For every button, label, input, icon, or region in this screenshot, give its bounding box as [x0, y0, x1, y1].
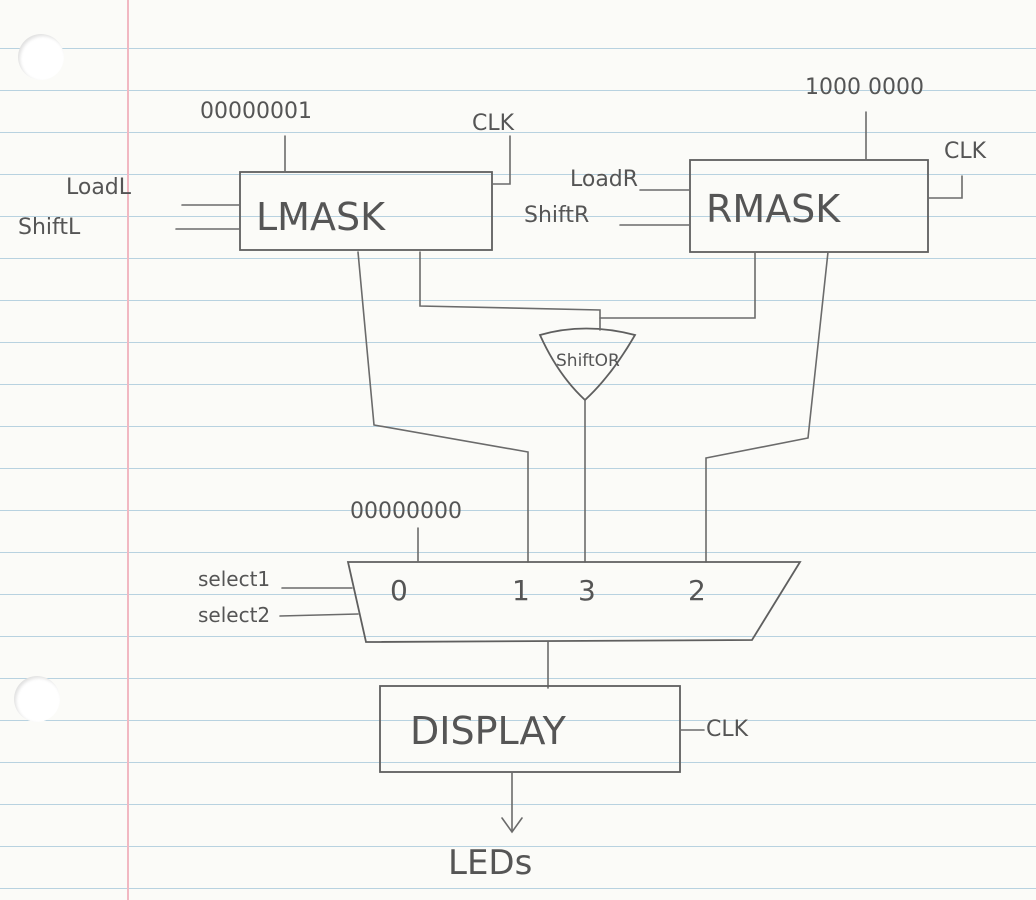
select1-label: select1 — [198, 567, 270, 591]
rmask-label: RMASK — [706, 187, 841, 231]
lmask-load-label: LoadL — [66, 175, 132, 200]
mux-input-2: 2 — [688, 574, 706, 607]
display-block: DISPLAY CLK — [379, 685, 749, 773]
rmask-init-value: 1000 0000 — [805, 75, 924, 100]
binder-hole-bottom — [14, 676, 60, 722]
lmask-shift-label: ShiftL — [18, 215, 81, 240]
shiftor-label: ShiftOR — [556, 351, 620, 371]
rmask-clk-wire — [927, 175, 963, 199]
display-box — [379, 685, 681, 773]
mux-input-1: 1 — [512, 574, 530, 607]
rmask-box — [689, 159, 929, 253]
lmask-to-mux-wire — [357, 251, 529, 563]
mux-shape — [346, 561, 802, 643]
rmask-to-or-wire — [599, 251, 756, 319]
rmask-shift-label: ShiftR — [524, 203, 589, 228]
lmask-to-or-wire — [419, 251, 601, 331]
mux-input-0: 0 — [390, 574, 408, 607]
display-label: DISPLAY — [410, 709, 567, 753]
binder-hole-top — [18, 34, 64, 80]
lmask-label: LMASK — [256, 195, 386, 239]
leds-label: LEDs — [448, 843, 532, 883]
mux-constant-label: 00000000 — [350, 499, 462, 524]
mux-input-3: 3 — [578, 574, 596, 607]
rmask-to-mux-wire — [705, 251, 829, 563]
lmask-clk-label: CLK — [472, 111, 515, 136]
shiftor-gate: ShiftOR — [538, 327, 637, 402]
rmask-block: RMASK 1000 0000 CLK LoadR ShiftR — [524, 75, 987, 253]
shiftor-gate-shape — [538, 327, 637, 402]
lmask-init-value: 00000001 — [200, 99, 312, 124]
select2-label: select2 — [198, 603, 270, 627]
leds-arrowhead — [501, 817, 523, 834]
mux-block: 00000000 0 1 3 2 select1 select2 — [198, 499, 802, 643]
select2-wire — [279, 613, 359, 617]
display-clk-label: CLK — [706, 717, 749, 742]
lmask-block: LMASK 00000001 CLK LoadL ShiftL — [18, 99, 515, 251]
margin-line — [127, 0, 129, 900]
rmask-load-label: LoadR — [570, 167, 638, 192]
lmask-clk-wire — [491, 135, 511, 185]
rmask-clk-label: CLK — [944, 139, 987, 164]
lmask-box — [239, 171, 493, 251]
